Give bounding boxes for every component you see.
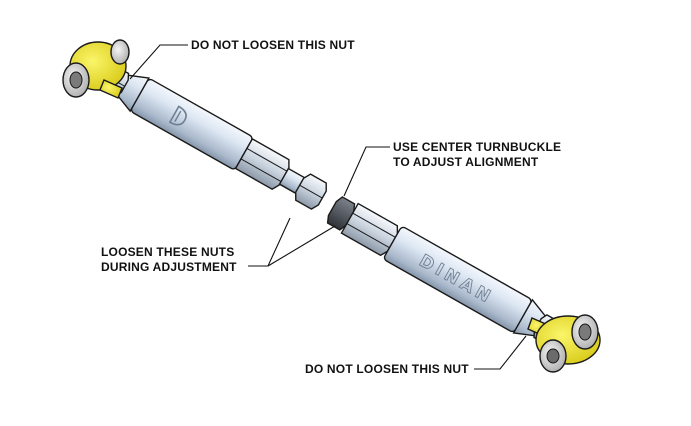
turnbuckle-callout-line1: USE CENTER TURNBUCKLE [393,140,561,154]
lower-rod-end [527,314,601,373]
turnbuckle-callout-line2: TO ADJUST ALIGNMENT [393,155,539,169]
upper-link-half [101,64,327,210]
loosen-leader-b [267,225,336,267]
turnbuckle-leader [343,146,390,197]
loosen-leader-a [248,217,291,267]
lower-spherical-bushing [539,314,599,373]
leader-lines [129,44,527,370]
top-nut-leader [129,44,188,80]
upper-hex-section [234,137,290,190]
top-nut-callout: DO NOT LOOSEN THIS NUT [191,38,355,52]
upper-rod-end [62,39,130,99]
loosen-callout-line2: DURING ADJUSTMENT [101,260,237,274]
bottom-nut-leader [474,335,527,370]
upper-spherical-bushing [62,39,130,98]
loosen-callout-line1: LOOSEN THESE NUTS [101,245,234,259]
upper-tube [130,78,253,170]
bottom-nut-callout: DO NOT LOOSEN THIS NUT [305,362,469,376]
upper-tube-logo [168,105,187,126]
